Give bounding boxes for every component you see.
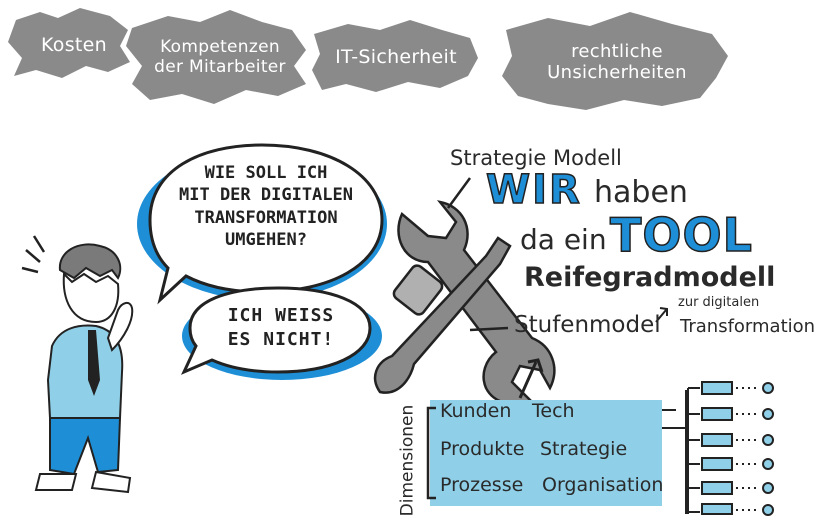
dimension-tech: Tech [532,400,575,422]
dimensions-title: Dimensionen [397,404,418,517]
dimension-kunden: Kunden [440,400,512,422]
person-pants [49,417,122,476]
level-dots [736,387,760,511]
concern-sticker-kompetenzen [126,10,306,104]
worry-lines-icon [21,235,46,274]
concern-label-rechtliche: rechtliche Unsicherheiten [547,41,687,83]
dimensions-box [430,400,662,506]
level-dot-4 [762,458,774,470]
dimension-organisation: Organisation [542,474,664,496]
zur-digitalen-label: zur digitalen [678,295,760,310]
speech-answer-text: ICH WEISS ES NICHT! [227,305,335,351]
level-bar-4 [701,457,733,471]
screwdriver-handle [392,264,444,316]
level-dot-1 [762,382,774,394]
concern-label-kompetenzen: Kompetenzen der Mitarbeiter [154,37,286,77]
dimension-produkte: Produkte [440,438,525,460]
haben-word: haben [594,175,688,210]
speech-bubble-answer [181,286,372,375]
reifegradmodell-label: Reifegradmodell [524,262,776,293]
level-dot-2 [762,408,774,420]
level-bar-1 [701,381,733,395]
arrow-to-strategy [446,177,472,209]
screwdriver-shape [373,236,512,394]
arrow-to-stufen [469,326,509,332]
arrow-small-up [655,307,668,323]
level-dot-6 [762,504,774,516]
level-connector [687,387,700,514]
person-shoe-right [90,470,132,494]
wrench-tool-icon [373,200,556,406]
concern-sticker-rechtliche [502,12,728,110]
level-dot-5 [762,482,774,494]
speech-question-text: WIE SOLL ICH MIT DER DIGITALEN TRANSFORM… [179,163,353,251]
person-arm [106,302,134,352]
level-bar-6 [701,503,733,515]
person-body [46,324,124,419]
person-tie [88,330,100,396]
concern-label-kosten: Kosten [40,34,108,56]
tool-word: TOOL [609,208,753,262]
da-ein-word: da ein [520,223,607,256]
level-bar-3 [701,433,733,447]
concern-sticker-itsicherheit [312,20,478,92]
dimension-prozesse: Prozesse [440,474,524,496]
level-bar-5 [701,481,733,495]
person-face [62,271,120,324]
concern-sticker-kosten [8,8,130,78]
stufenmodel-label: Stufenmodel [514,312,661,338]
strategy-model-label: Strategie Modell [450,146,622,170]
person-hair [58,243,122,280]
dimensions-bracket [426,406,436,500]
thinking-person [21,235,134,494]
person-shoe-left [34,473,78,491]
concern-label-itsicherheit: IT-Sicherheit [335,46,457,68]
level-bar-2 [701,407,733,421]
dimension-strategie: Strategie [540,438,628,460]
speech-bubble-question [148,143,384,305]
transformation-label: Transformation [680,316,816,337]
dimensions-right-bracket [662,390,687,514]
maturity-levels [687,381,774,516]
arrow-up-to-stufen [518,358,544,399]
level-dot-3 [762,434,774,446]
wir-word: WIR [485,167,582,213]
